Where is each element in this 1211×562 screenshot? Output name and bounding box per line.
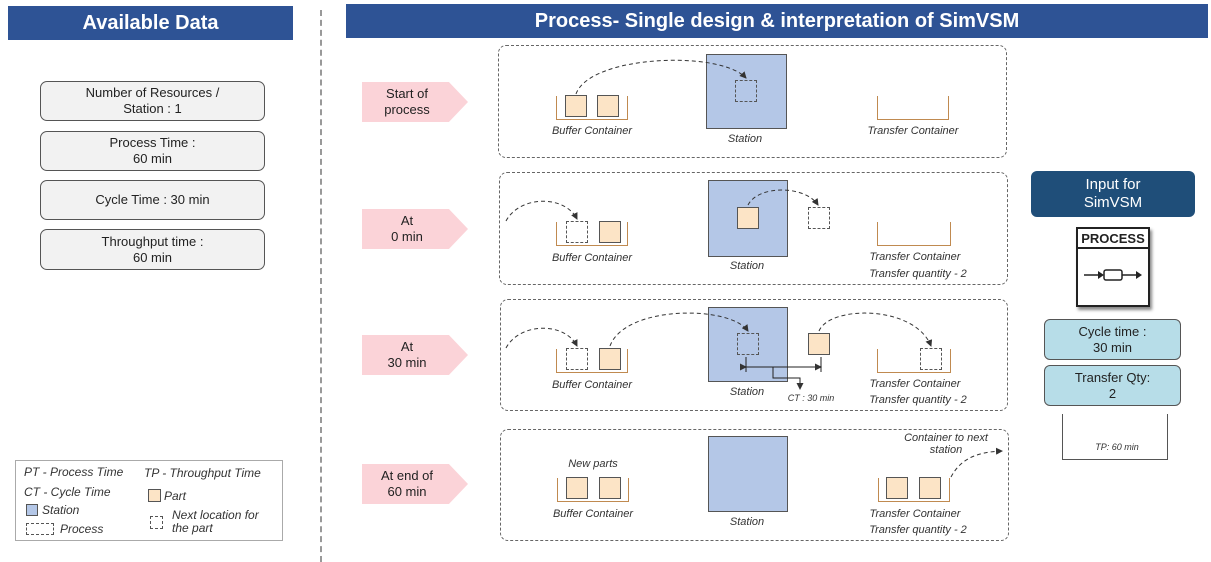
tp-bracket xyxy=(1062,414,1168,460)
part xyxy=(737,207,759,229)
step-0min-tag: At 0 min xyxy=(362,209,468,249)
next-location-marker xyxy=(808,207,830,229)
transfer-container-label: Transfer Container xyxy=(869,378,961,390)
new-parts-label: New parts xyxy=(568,458,618,470)
buffer-container-label: Buffer Container xyxy=(551,125,633,137)
transfer-container-label: Transfer Container xyxy=(867,125,959,137)
buffer-container-label: Buffer Container xyxy=(551,252,633,264)
transfer-container-label: Transfer Container xyxy=(869,508,961,520)
section-divider xyxy=(320,10,322,562)
legend-pt: PT - Process Time xyxy=(24,465,124,479)
resources-info-box: Number of Resources / Station : 1 xyxy=(40,81,265,121)
process-flow-icon xyxy=(1084,269,1142,281)
station-label: Station xyxy=(729,386,765,398)
flow-arrow xyxy=(609,312,749,347)
step-30min-tag: At 30 min xyxy=(362,335,468,375)
part xyxy=(919,477,941,499)
station xyxy=(706,54,787,129)
part xyxy=(808,333,830,355)
buffer-container-label: Buffer Container xyxy=(551,379,633,391)
page-title: Process- Single design & interpretation … xyxy=(346,4,1208,38)
cycle-time-info-box: Cycle Time : 30 min xyxy=(40,180,265,220)
next-location-marker xyxy=(566,221,588,243)
legend-process: Process xyxy=(60,522,104,536)
part xyxy=(566,477,588,499)
available-data-header: Available Data xyxy=(8,6,293,40)
legend: PT - Process Time TP - Throughput Time C… xyxy=(15,460,283,541)
buffer-container xyxy=(557,478,629,502)
legend-part: Part xyxy=(164,489,187,503)
transfer-quantity-label: Transfer quantity - 2 xyxy=(869,268,967,280)
next-location-marker xyxy=(735,80,757,102)
transfer-container xyxy=(877,349,951,373)
legend-part-swatch xyxy=(148,489,161,502)
process-time-info-box: Process Time : 60 min xyxy=(40,131,265,171)
buffer-container xyxy=(556,222,628,246)
input-for-simvsm-header: Input for SimVSM xyxy=(1031,171,1195,217)
legend-next-location: Next location for the part xyxy=(172,508,259,535)
transfer-quantity-label: Transfer quantity - 2 xyxy=(869,524,967,536)
next-location-marker xyxy=(920,348,942,370)
transfer-container xyxy=(877,222,951,246)
buffer-container-label: Buffer Container xyxy=(552,508,634,520)
transfer-container xyxy=(877,96,949,120)
flow-arrow xyxy=(505,200,578,222)
next-location-marker xyxy=(566,348,588,370)
container-to-next-station-label: Container to next station xyxy=(904,432,988,456)
transfer-container-label: Transfer Container xyxy=(869,251,961,263)
legend-station: Station xyxy=(42,503,80,517)
flow-arrow xyxy=(818,312,933,347)
buffer-container xyxy=(556,349,628,373)
legend-ct: CT - Cycle Time xyxy=(24,485,111,499)
legend-tp: TP - Throughput Time xyxy=(144,466,261,480)
flow-arrow xyxy=(575,59,747,95)
station-label: Station xyxy=(727,133,763,145)
process-icon-label: PROCESS xyxy=(1078,229,1148,249)
tp-label: TP: 60 min xyxy=(1095,442,1139,452)
flow-arrow xyxy=(950,447,1003,478)
part xyxy=(597,95,619,117)
step-start-panel xyxy=(498,45,1007,158)
legend-next-location-swatch xyxy=(150,516,163,529)
station-label: Station xyxy=(729,260,765,272)
flow-arrow xyxy=(505,327,578,349)
process-icon: PROCESS xyxy=(1076,227,1150,307)
step-0min-panel xyxy=(499,172,1008,285)
step-60min-panel xyxy=(500,429,1009,541)
part xyxy=(599,221,621,243)
part xyxy=(565,95,587,117)
station-label: Station xyxy=(729,516,765,528)
legend-process-swatch xyxy=(26,523,54,535)
transfer-quantity-label: Transfer quantity - 2 xyxy=(869,394,967,406)
step-start-tag: Start of process xyxy=(362,82,468,122)
cycle-time-box: Cycle time : 30 min xyxy=(1044,319,1181,360)
ct-pointer xyxy=(772,367,804,390)
transfer-qty-box: Transfer Qty: 2 xyxy=(1044,365,1181,406)
part xyxy=(599,348,621,370)
cycle-time-label: CT : 30 min xyxy=(787,393,835,403)
part xyxy=(886,477,908,499)
buffer-container xyxy=(556,96,628,120)
step-60min-tag: At end of 60 min xyxy=(362,464,468,504)
next-location-marker xyxy=(737,333,759,355)
flow-arrow xyxy=(747,189,819,206)
station xyxy=(708,436,788,512)
step-30min-panel xyxy=(500,299,1008,411)
part xyxy=(599,477,621,499)
legend-station-swatch xyxy=(26,504,38,516)
throughput-time-info-box: Throughput time : 60 min xyxy=(40,229,265,270)
transfer-container xyxy=(878,478,950,502)
